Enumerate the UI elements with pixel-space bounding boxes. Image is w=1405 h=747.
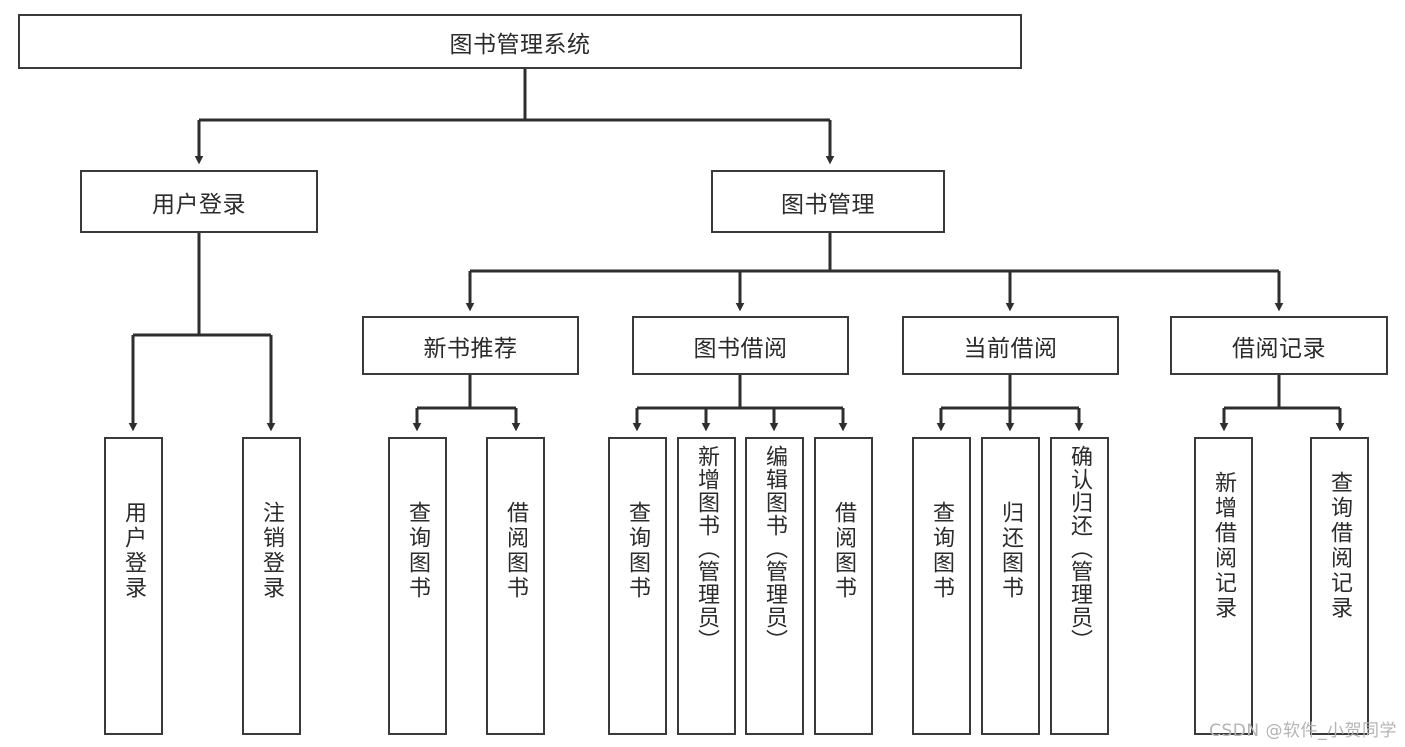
leaf-user-login[interactable]: 用户登录 [104,437,163,735]
leaf-add-book-admin[interactable]: 新增图书（管理员） [677,437,736,735]
node-book-borrow[interactable]: 图书借阅 [632,316,849,375]
node-borrow-record[interactable]: 借阅记录 [1170,316,1388,375]
leaf-borrow-book-recommend[interactable]: 借阅图书 [486,437,545,735]
node-label: 借阅图书 [503,501,529,601]
node-book-management[interactable]: 图书管理 [711,170,945,233]
node-root-book-management-system[interactable]: 图书管理系统 [18,14,1022,69]
leaf-logout[interactable]: 注销登录 [242,437,301,735]
node-label: 查询图书 [625,501,651,601]
node-new-book-recommend[interactable]: 新书推荐 [362,316,579,375]
node-label: 编辑图书（管理员） [762,445,788,652]
node-label: 确认归还（管理员） [1067,445,1093,652]
leaf-query-book-current[interactable]: 查询图书 [912,437,971,735]
node-label: 当前借阅 [963,335,1058,362]
node-label: 图书借阅 [693,335,788,362]
leaf-edit-book-admin[interactable]: 编辑图书（管理员） [745,437,804,735]
csdn-watermark: CSDN @软件_小贺同学 [1209,721,1397,741]
leaf-query-borrow-record[interactable]: 查询借阅记录 [1310,437,1369,735]
node-label: 查询图书 [929,501,955,601]
leaf-return-book[interactable]: 归还图书 [981,437,1040,735]
leaf-query-book-recommend[interactable]: 查询图书 [388,437,447,735]
leaf-confirm-return-admin[interactable]: 确认归还（管理员） [1050,437,1109,735]
node-label: 借阅图书 [831,501,857,601]
leaf-add-borrow-record[interactable]: 新增借阅记录 [1194,437,1253,735]
node-label: 借阅记录 [1232,335,1326,362]
node-label: 归还图书 [998,501,1024,601]
node-label: 图书管理 [781,191,875,218]
node-user-login[interactable]: 用户登录 [80,170,318,233]
node-label: 新增图书（管理员） [694,445,720,652]
node-label: 查询借阅记录 [1327,471,1353,621]
node-label: 新增借阅记录 [1211,471,1237,621]
node-label: 查询图书 [405,501,431,601]
node-label: 新书推荐 [423,335,518,362]
node-label: 用户登录 [152,191,246,218]
node-label: 图书管理系统 [449,31,591,58]
node-label: 注销登录 [259,501,285,601]
leaf-borrow-book[interactable]: 借阅图书 [814,437,873,735]
node-label: 用户登录 [121,501,147,601]
node-current-borrow[interactable]: 当前借阅 [902,316,1119,375]
leaf-query-book-borrow[interactable]: 查询图书 [608,437,667,735]
